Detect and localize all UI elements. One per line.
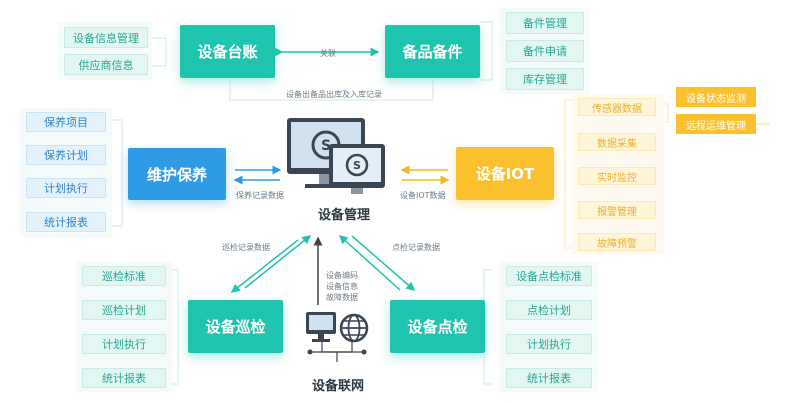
spot-step-1[interactable]: 设备点检标准 [506, 266, 592, 286]
maint-step-3[interactable]: 计划执行 [26, 178, 106, 198]
spot-arrow-up [338, 234, 401, 291]
iot-arrow-label: 设备IOT数据 [400, 191, 446, 200]
inspection-box[interactable]: 设备巡检 [188, 300, 283, 353]
network-note-line-3: 故障数据 [326, 293, 358, 302]
iot-item-4[interactable]: 报警管理 [578, 201, 656, 219]
spotcheck-box[interactable]: 设备点检 [390, 300, 485, 353]
insp-arrow-down [230, 239, 299, 293]
network-note-line-1: 设备编码 [326, 271, 358, 280]
spot-step-3[interactable]: 计划执行 [506, 334, 592, 354]
maint-step-4[interactable]: 统计报表 [26, 212, 106, 232]
insp-step-3[interactable]: 计划执行 [82, 334, 166, 354]
spare-sub-bracket [480, 21, 493, 81]
iot-tag-1[interactable]: 设备状态监测 [676, 87, 756, 107]
network-illustration [300, 310, 376, 362]
ledger-item-supplier[interactable]: 供应商信息 [64, 54, 148, 75]
insp-step-4[interactable]: 统计报表 [82, 368, 166, 388]
insp-step-2[interactable]: 巡检计划 [82, 300, 166, 320]
svg-text:S: S [353, 159, 361, 172]
maint-step-1[interactable]: 保养项目 [26, 112, 106, 132]
network-title: 设备联网 [311, 379, 364, 394]
insp-step-1[interactable]: 巡检标准 [82, 266, 166, 286]
spare-item-manage[interactable]: 备件管理 [506, 12, 584, 34]
maintenance-box[interactable]: 维护保养 [128, 148, 226, 200]
inspection-data-label: 巡检记录数据 [222, 243, 270, 252]
spot-step-2[interactable]: 点检计划 [506, 300, 592, 320]
ledger-sub-bracket [150, 37, 167, 67]
iot-item-1[interactable]: 传感器数据 [578, 98, 656, 116]
iot-tag-2[interactable]: 远程运维管理 [676, 114, 756, 134]
network-note: 设备编码 设备信息 故障数据 [326, 270, 366, 303]
top-bracket [229, 80, 434, 101]
maint-arrow-label: 保养记录数据 [236, 191, 284, 200]
monitor-illustration: S S [285, 114, 403, 198]
insp-arrow-up [244, 235, 312, 289]
spare-item-stock[interactable]: 库存管理 [506, 68, 584, 90]
svg-text:S: S [321, 138, 331, 154]
spot-step-4[interactable]: 统计报表 [506, 368, 592, 388]
maint-step-2[interactable]: 保养计划 [26, 145, 106, 165]
spotcheck-data-label: 点检记录数据 [392, 243, 440, 252]
maint-bracket [108, 119, 123, 227]
spot-arrow-down [351, 235, 416, 291]
monitor-icon: S S [287, 118, 385, 194]
iot-item-5[interactable]: 故障预警 [578, 233, 656, 251]
top-bottom-note: 设备出备品出库及入库记录 [286, 90, 382, 99]
iot-box[interactable]: 设备IOT [456, 147, 554, 200]
network-note-line-2: 设备信息 [326, 282, 358, 291]
spare-parts-box[interactable]: 备品备件 [385, 25, 480, 78]
iot-item-2[interactable]: 数据采集 [578, 133, 656, 151]
link-label: 关联 [320, 49, 336, 58]
spare-item-apply[interactable]: 备件申请 [506, 40, 584, 62]
center-title: 设备管理 [317, 208, 370, 223]
iot-item-3[interactable]: 实时监控 [578, 167, 656, 185]
network-devices-icon [306, 312, 369, 343]
asset-ledger-box[interactable]: 设备台账 [180, 25, 275, 78]
ledger-item-info[interactable]: 设备信息管理 [64, 27, 148, 48]
